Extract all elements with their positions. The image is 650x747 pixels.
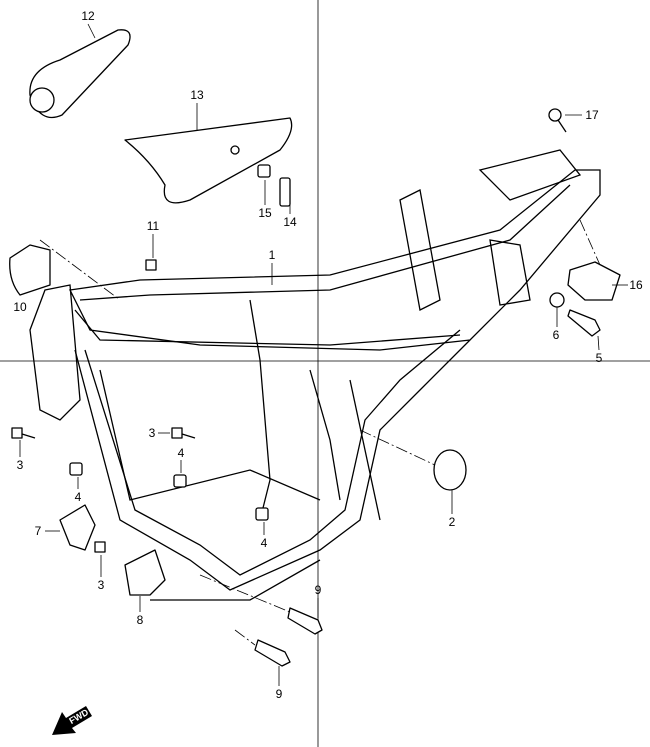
label-8: 8	[136, 613, 144, 627]
part-11-clip	[145, 234, 157, 271]
label-10: 10	[13, 300, 27, 314]
part-6-washer	[549, 292, 565, 327]
label-3b: 3	[148, 426, 156, 440]
label-15: 15	[258, 206, 272, 220]
label-9b: 9	[275, 687, 283, 701]
label-4b: 4	[74, 490, 82, 504]
part-2-cap	[359, 429, 467, 514]
part-3-bolt-low	[94, 541, 106, 577]
part-9-bolt-upper	[199, 574, 323, 635]
part-17-bolt	[548, 108, 582, 133]
label-4a: 4	[177, 446, 185, 460]
label-3a: 3	[16, 458, 24, 472]
part-12-cover	[29, 23, 131, 119]
part-4-nut-low	[255, 507, 269, 535]
part-4-nut-mid	[173, 460, 187, 488]
part-3-bolt-mid	[158, 427, 196, 439]
label-16: 16	[629, 278, 643, 292]
part-7-bracket	[45, 504, 96, 551]
part-16-bracket	[567, 219, 628, 301]
part-4-nut-left	[69, 462, 83, 489]
label-9a: 9	[314, 583, 322, 597]
part-9-bolt-lower	[234, 629, 291, 686]
label-11: 11	[146, 219, 160, 233]
part-13-side-cover	[124, 103, 293, 204]
label-14: 14	[283, 215, 297, 229]
part-5-bolt	[567, 309, 601, 351]
label-5: 5	[595, 351, 603, 365]
part-8-bracket	[124, 549, 166, 612]
label-6: 6	[552, 328, 560, 342]
part-14-bolt	[279, 177, 291, 214]
label-3c: 3	[97, 578, 105, 592]
part-1-frame	[29, 149, 601, 601]
label-2: 2	[448, 515, 456, 529]
label-12: 12	[81, 9, 95, 23]
part-15-nut	[257, 164, 271, 205]
label-4c: 4	[260, 536, 268, 550]
part-3-bolt-left	[11, 427, 36, 457]
label-1: 1	[268, 248, 276, 262]
label-7: 7	[34, 524, 42, 538]
part-10-cap	[9, 239, 121, 301]
label-17: 17	[585, 108, 599, 122]
fwd-arrow-icon	[52, 706, 92, 735]
label-13: 13	[190, 88, 204, 102]
